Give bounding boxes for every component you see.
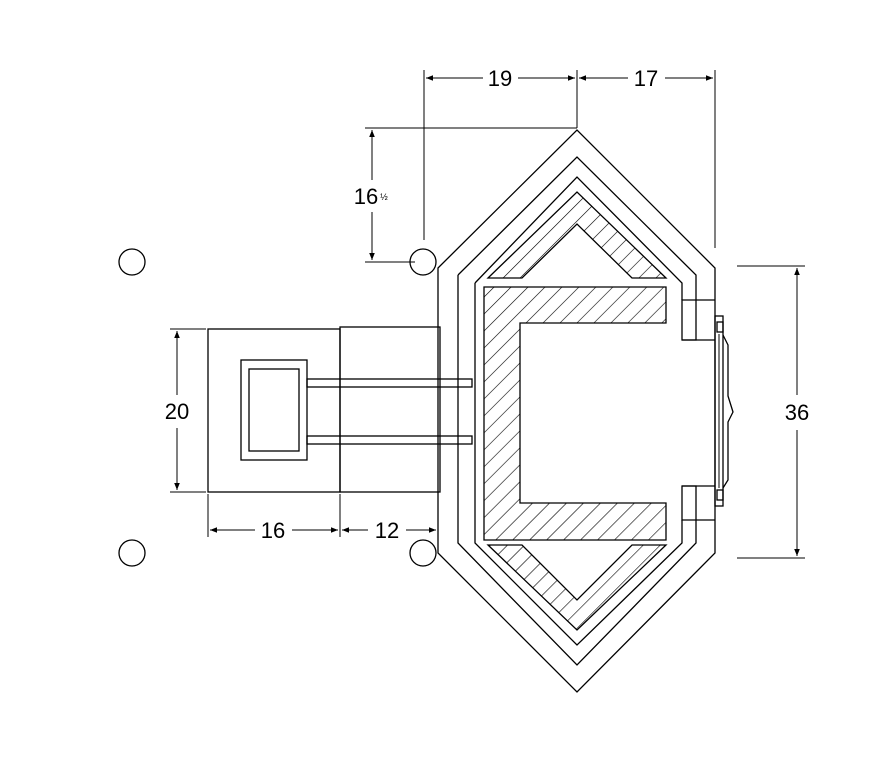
dim-label-left-height-fraction: ½ [380,192,388,202]
dim-label-handle-height: 20 [165,399,189,424]
dimension-bottom: 16 12 [207,494,439,543]
dimension-right-height: 36 [737,265,809,559]
dim-label-right-height: 36 [785,400,809,425]
hatched-triangles [486,191,668,631]
striker-plate [714,315,734,507]
mounting-hole-bottom-far-left [118,539,146,567]
dim-label-left-height: 16 [354,184,378,209]
dim-label-bottom-right: 12 [375,518,399,543]
dim-label-top-right: 17 [634,66,658,91]
hatched-c-bolt [483,286,667,541]
dimension-handle-height: 20 [165,328,206,493]
mounting-holes [118,248,437,567]
dimension-top-right: 17 [579,66,716,248]
dim-label-bottom-left: 16 [261,518,285,543]
outer-housing [437,129,716,693]
dim-label-top-left: 19 [488,66,512,91]
mounting-hole-bottom-left [409,539,437,567]
dimension-top-left: 19 [423,66,578,240]
mounting-hole-top-far-left [118,248,146,276]
dimension-left-height: 16 ½ [354,127,577,263]
lock-handle-assembly [207,326,473,493]
